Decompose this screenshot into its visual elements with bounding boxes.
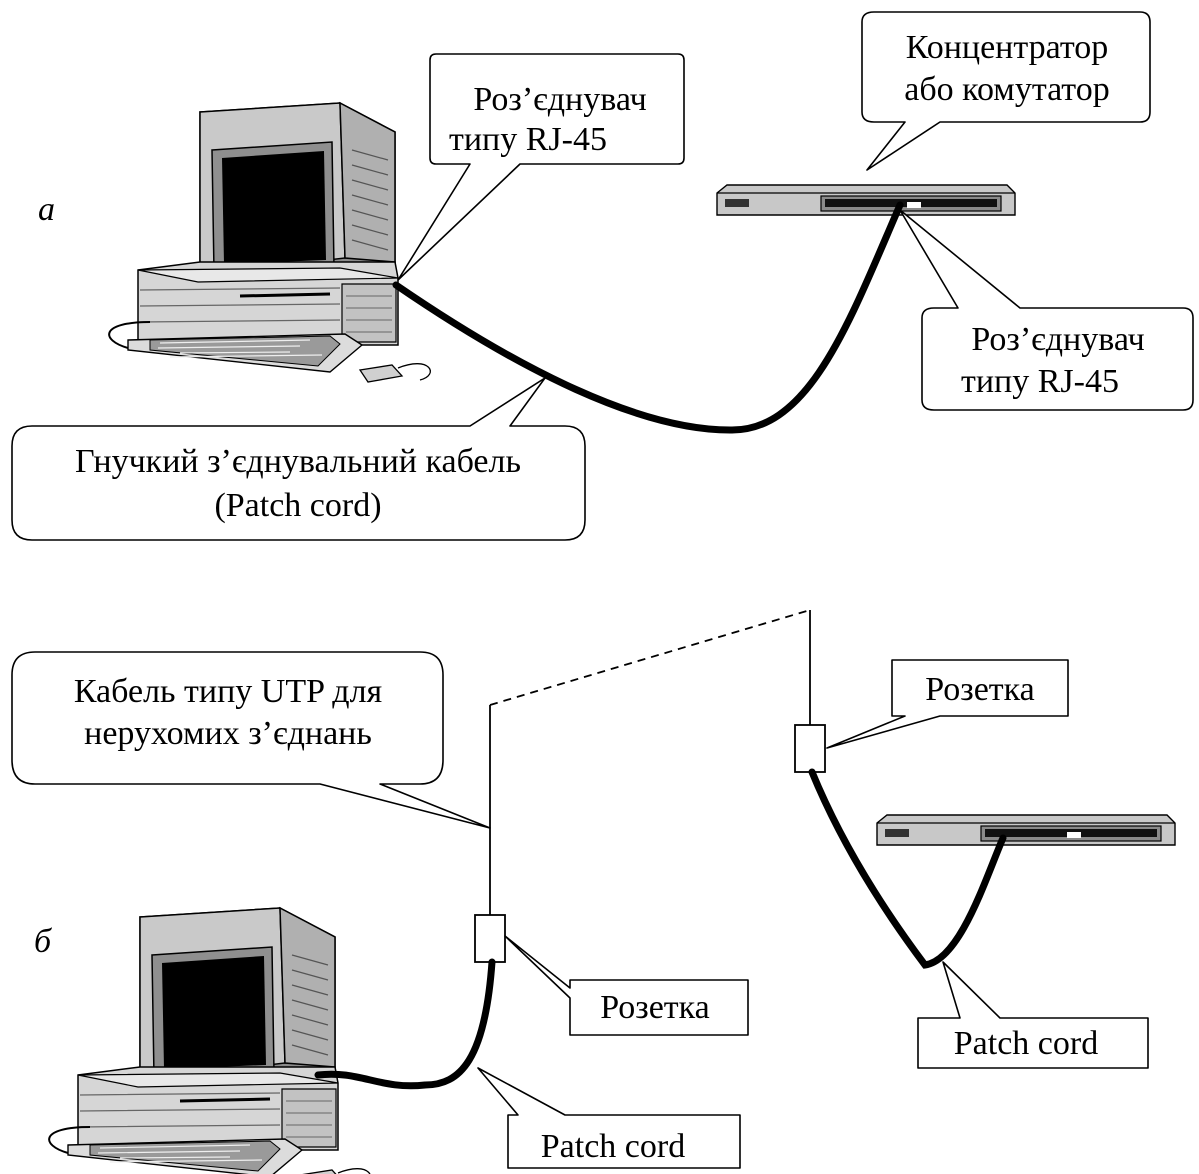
callout-rj45-hub-line1: Роз’єднувач [971,321,1144,358]
computer-icon [107,101,432,384]
patch-cord-cable-b-left [314,958,496,1090]
callout-rj45-hub [899,209,1194,411]
callout-hub [861,11,1151,171]
utp-cable-hidden-run [489,609,811,706]
callout-patch-cord-left [477,1067,741,1169]
callout-utp-line2: нерухомих з’єднань [84,715,372,752]
callout-patch-cord-a [11,377,586,541]
section-a-marker: а [38,191,55,228]
callout-socket-left [504,935,749,1036]
callout-patch-cord-left-label: Patch cord [541,1128,685,1165]
patch-cord-cable-b-right [808,768,1007,969]
callout-patch-cord-right-label: Patch cord [954,1025,1098,1062]
callout-utp-line1: Кабель типу UTP для [74,673,383,710]
hub-switch-icon-b [876,814,1176,846]
callout-hub-line2: або комутатор [904,71,1109,108]
callout-rj45-hub-line2: типу RJ-45 [961,363,1119,400]
callout-socket-right-label: Розетка [925,671,1035,708]
callout-rj45-computer-line2: типу RJ-45 [449,121,607,158]
computer-icon-b [47,906,372,1174]
callout-patch-cord-right [917,961,1149,1069]
hub-switch-icon [716,184,1016,216]
callout-patch-cord-a-line1: Гнучкий з’єднувальний кабель [75,443,521,480]
callout-socket-right [826,659,1069,749]
callout-rj45-computer-line1: Роз’єднувач [473,81,646,118]
callout-rj45-computer [397,53,685,281]
callout-utp [11,651,491,829]
callout-patch-cord-a-line2: (Patch cord) [214,487,381,524]
wall-socket-left [474,914,506,963]
callout-socket-left-label: Розетка [600,989,710,1026]
patch-cord-cable-a [392,201,904,434]
section-b-marker: б [34,923,53,960]
wall-socket-right [794,724,826,773]
callout-hub-line1: Концентратор [906,29,1109,66]
